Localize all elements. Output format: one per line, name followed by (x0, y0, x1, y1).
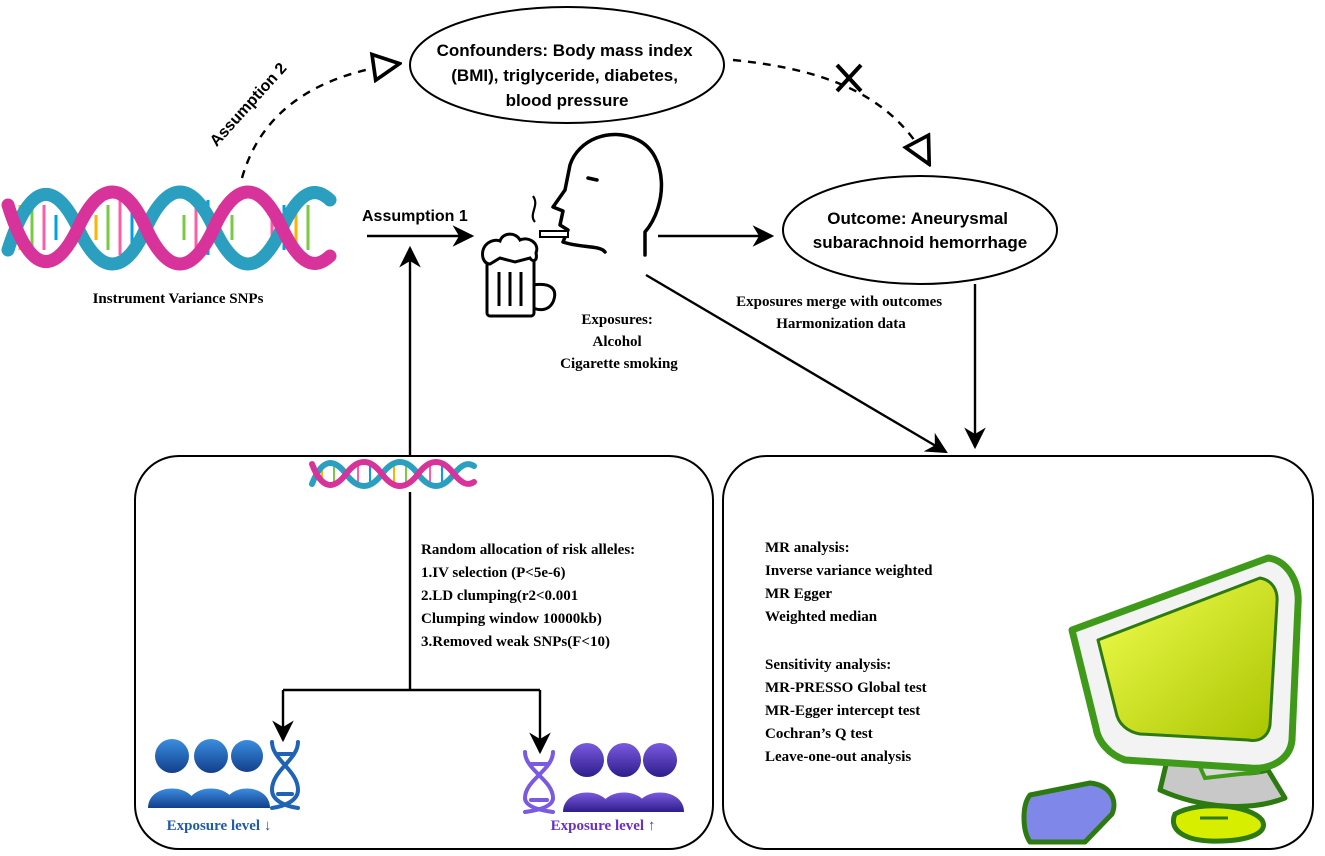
outcome-line: subarachnoid hemorrhage (813, 233, 1027, 252)
confounders-line: blood pressure (506, 91, 629, 110)
sensitivity-line: Cochran’s Q test (765, 726, 873, 742)
mr-analysis-text: MR analysis: Inverse variance weighted M… (765, 540, 936, 625)
mr-line: Weighted median (765, 609, 878, 625)
dna-helix-icon (1, 185, 337, 271)
iv-line: 2.LD clumping(r2<0.001 (421, 588, 578, 604)
sensitivity-line: MR-PRESSO Global test (765, 680, 927, 696)
dna-strand-icon (522, 750, 556, 814)
merge-note-line: Harmonization data (776, 316, 906, 332)
iv-selection-text: Random allocation of risk alleles: 1.IV … (421, 542, 639, 650)
iv-line: Clumping window 10000kb) (421, 611, 602, 627)
smoking-person-icon (551, 132, 664, 257)
merge-note-line: Exposures merge with outcomes (736, 294, 942, 310)
sensitivity-analysis-text: Sensitivity analysis: MR-PRESSO Global t… (765, 657, 930, 765)
iv-line: Random allocation of risk alleles: (421, 542, 635, 558)
dna-strand-icon (269, 740, 301, 810)
confounders-line: (BMI), triglyceride, diabetes, (451, 66, 678, 85)
cigarette-icon (531, 195, 569, 238)
assumption-2-label: Assumption 2 (207, 60, 290, 150)
confounder-outcome-arrow (732, 58, 928, 162)
sensitivity-line: MR-Egger intercept test (765, 703, 920, 719)
instrument-label: Instrument Variance SNPs (93, 291, 264, 307)
computer-monitor-icon (1021, 554, 1302, 845)
people-group-icon (148, 739, 270, 808)
iv-selection-box (134, 455, 714, 850)
outcome-line: Outcome: Aneurysmal (827, 209, 1008, 228)
exposure-low-label: Exposure level ↓ (167, 818, 272, 834)
iv-line: 1.IV selection (P<5e-6) (421, 565, 566, 581)
exposure-analysis-arrow (645, 273, 948, 454)
confounders-line: Confounders: Body mass index (437, 41, 694, 60)
mr-line: MR analysis: (765, 540, 850, 556)
iv-line: 3.Removed weak SNPs(F<10) (421, 634, 610, 650)
small-dna-helix-icon (309, 459, 477, 489)
confounders-text: Confounders: Body mass index (BMI), trig… (437, 41, 698, 110)
sensitivity-line: Sensitivity analysis: (765, 657, 891, 673)
assumption-1-label: Assumption 1 (362, 208, 468, 225)
exposures-line: Exposures: (581, 312, 652, 328)
confounders-node (409, 6, 725, 124)
outcome-text: Outcome: Aneurysmal subarachnoid hemorrh… (813, 209, 1027, 252)
exposures-line: Cigarette smoking (560, 356, 678, 372)
exposure-high-label: Exposure level ↑ (551, 818, 656, 834)
mr-line: MR Egger (765, 586, 832, 602)
people-group-icon (563, 743, 684, 812)
beer-mug-icon (481, 232, 557, 318)
cross-mark-icon (835, 63, 863, 93)
merge-note: Exposures merge with outcomes Harmonizat… (736, 294, 946, 332)
exposures-label: Exposures: Alcohol Cigarette smoking (560, 312, 678, 372)
exposures-line: Alcohol (593, 334, 642, 350)
sensitivity-line: Leave-one-out analysis (765, 749, 911, 765)
mr-line: Inverse variance weighted (765, 563, 933, 579)
outcome-node (782, 175, 1058, 285)
